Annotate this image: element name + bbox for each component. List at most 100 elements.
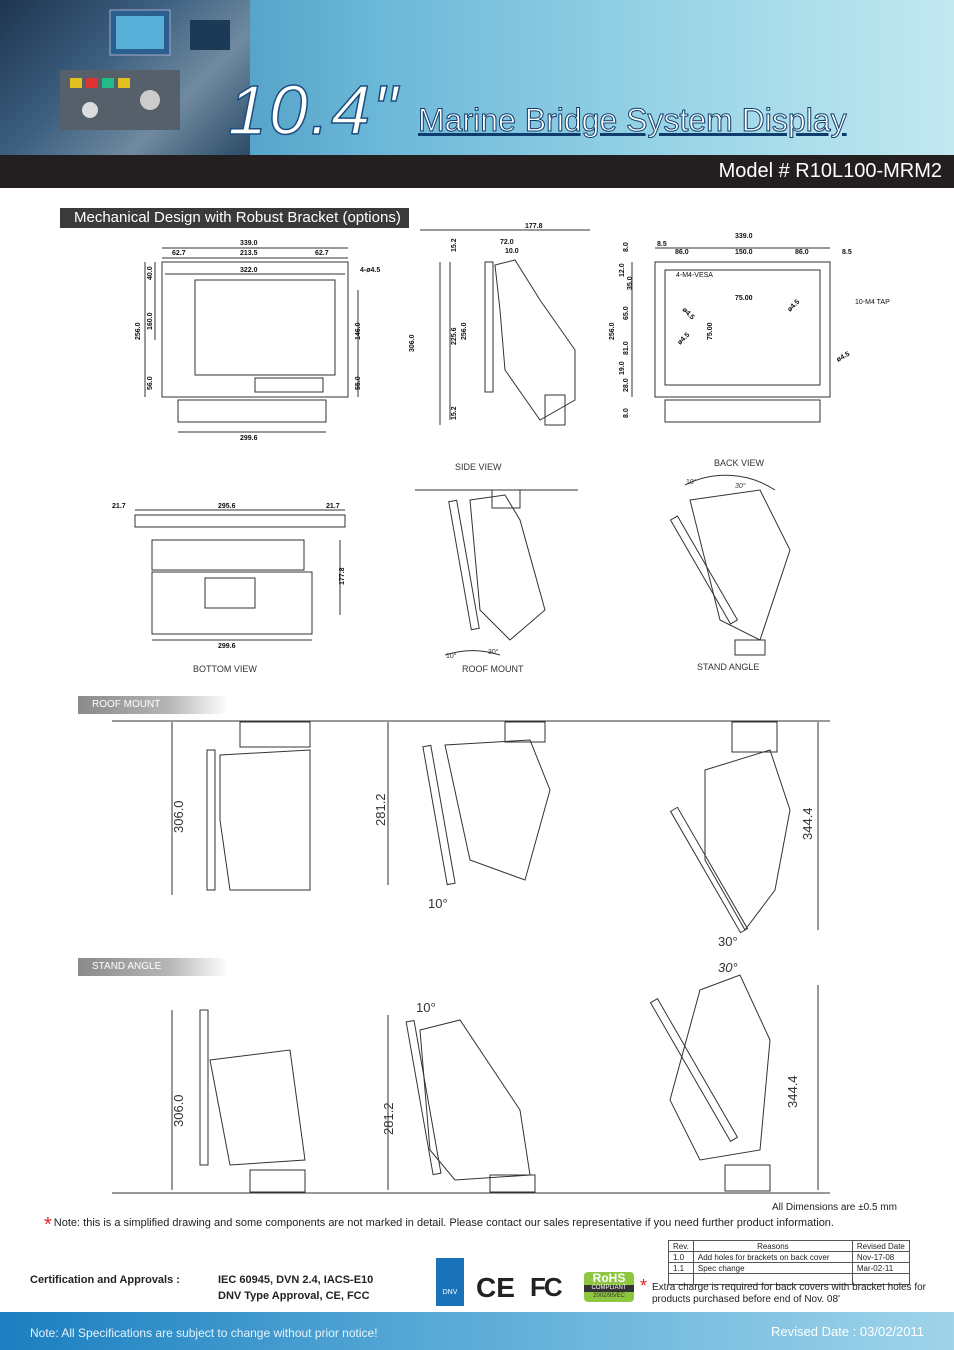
- angle-30-small-roof: 30°: [488, 648, 499, 656]
- stand-angle-small-drawing: [669, 474, 791, 656]
- date-header: Revised Date: [851, 1240, 910, 1252]
- certification-line-1: IEC 60945, DVN 2.4, IACS-E10: [218, 1274, 374, 1286]
- roof-dim-344: 344.4: [800, 807, 815, 840]
- extra-charge-text: Extra charge is required for back covers…: [652, 1282, 927, 1305]
- certification-label: Certification and Approvals :: [30, 1274, 180, 1286]
- table-row: [668, 1273, 910, 1285]
- bridge-photo: [0, 0, 250, 155]
- ce-logo-icon: CE: [476, 1272, 515, 1303]
- dim-back-tap: 10-M4 TAP: [855, 299, 890, 306]
- product-title: Marine Bridge System Display: [418, 102, 848, 139]
- all-dimensions-note: All Dimensions are ±0.5 mm: [772, 1202, 897, 1213]
- dim-back-l2: 35.0: [627, 276, 634, 290]
- disclaimer-text: Note: this is a simplified drawing and s…: [53, 1217, 834, 1229]
- dim-side-bot15: 15.2: [451, 406, 458, 420]
- bottom-view-drawing: [134, 509, 346, 641]
- stand-dim-344: 344.4: [785, 1075, 800, 1108]
- dim-back-total: 339.0: [735, 233, 753, 240]
- dim-back-vesa: 4-M4-VESA: [676, 272, 713, 279]
- dim-back-86a: 86.0: [675, 249, 689, 256]
- dim-back-l4: 81.0: [623, 341, 630, 355]
- dim-side-top15: 15.2: [451, 238, 458, 252]
- footer-bar: [0, 1312, 954, 1350]
- rohs-logo-icon: RoHS COMPLIANT 2002/95/EC: [584, 1272, 634, 1302]
- dim-front-bottom: 299.6: [240, 435, 258, 442]
- rev-cell: 1.1: [668, 1262, 694, 1274]
- rohs-code: 2002/95/EC: [593, 1293, 625, 1299]
- dim-back-d45c: ø4.5: [786, 298, 801, 313]
- side-view-drawing: [420, 229, 590, 426]
- roof-angle-30: 30°: [718, 934, 738, 949]
- dim-back-l85: 8.5: [657, 241, 667, 248]
- roof-angle-10: 10°: [428, 896, 448, 911]
- fcc-logo-icon: FC: [530, 1272, 563, 1302]
- dim-back-l3: 65.0: [623, 306, 630, 320]
- dim-bottom-depth: 177.8: [339, 567, 346, 585]
- dim-front-h: 256.0: [135, 322, 142, 340]
- caption-side-view: SIDE VIEW: [455, 462, 502, 472]
- roof-mount-badge: ROOF MOUNT: [78, 696, 228, 714]
- disclaimer-note: *Note: this is a simplified drawing and …: [44, 1214, 834, 1237]
- angle-10-small-stand: 10°: [686, 478, 697, 486]
- caption-bottom-view: BOTTOM VIEW: [193, 664, 257, 674]
- model-number: Model # R10L100-MRM2: [718, 160, 942, 182]
- dim-back-l1: 12.0: [619, 263, 626, 277]
- dim-front-inner: 322.0: [240, 267, 258, 274]
- dim-back-75h: 75.00: [735, 295, 753, 302]
- certification-line-2: DNV Type Approval, CE, FCC: [218, 1290, 370, 1302]
- roof-mount-drawing-2: [387, 721, 551, 886]
- dim-back-l5: 19.0: [619, 361, 626, 375]
- table-row: 1.0 Add holes for brackets on back cover…: [668, 1251, 910, 1263]
- stand-angle-drawing-2: [387, 1015, 536, 1193]
- dim-back-86b: 86.0: [795, 249, 809, 256]
- stand-angle-badge: STAND ANGLE: [78, 958, 228, 976]
- dim-back-d45a: ø4.5: [681, 306, 696, 321]
- dnv-logo-icon: DNV: [436, 1258, 464, 1306]
- roof-mount-drawing-3: [669, 721, 819, 934]
- dim-front-h160: 160.0: [147, 312, 154, 330]
- dim-back-150: 150.0: [735, 249, 753, 256]
- rev-cell: 1.0: [668, 1251, 694, 1263]
- dim-front-r146: 146.0: [355, 322, 362, 340]
- dim-front-right: 62.7: [315, 250, 329, 257]
- dim-front-mid: 213.5: [240, 250, 258, 257]
- dim-back-r85: 8.5: [842, 249, 852, 256]
- reasons-header: Reasons: [692, 1240, 853, 1252]
- caption-back-view: BACK VIEW: [714, 458, 765, 468]
- angle-30-small-stand: 30°: [735, 482, 746, 490]
- stand-dim-306: 306.0: [171, 1094, 186, 1127]
- dim-bottom-right: 21.7: [326, 503, 340, 510]
- technical-drawings: 339.0 62.7 213.5 62.7 322.0 4-ø4.5 256.0…: [112, 223, 890, 1194]
- dim-back-75v: 75.00: [707, 322, 714, 340]
- date-cell: Mar-02-11: [851, 1262, 910, 1274]
- dim-front-hole: 4-ø4.5: [360, 267, 380, 274]
- screen-size: 10.4": [227, 70, 400, 150]
- asterisk-icon: *: [44, 1214, 52, 1236]
- back-view-drawing: [631, 247, 831, 423]
- roof-dim-306: 306.0: [171, 800, 186, 833]
- rohs-text: RoHS: [592, 1271, 626, 1285]
- dim-front-h40: 40.0: [147, 266, 154, 280]
- stand-angle-10: 10°: [416, 1000, 436, 1015]
- dim-side-72: 72.0: [500, 239, 514, 246]
- rev-header: Rev.: [668, 1240, 694, 1252]
- dim-bottom-width: 299.6: [218, 643, 236, 650]
- front-view-drawing: [144, 247, 359, 433]
- model-bar: [0, 155, 954, 188]
- footer-note: Note: All Specifications are subject to …: [30, 1326, 378, 1340]
- revised-date: Revised Date : 03/02/2011: [771, 1324, 924, 1339]
- dim-back-l7: 8.0: [623, 408, 630, 418]
- table-row: Rev. Reasons Revised Date: [668, 1240, 910, 1252]
- extra-charge-note: * Extra charge is required for back cove…: [640, 1277, 940, 1306]
- dim-bottom-left: 21.7: [112, 503, 126, 510]
- reason-cell: Add holes for brackets on back cover: [692, 1251, 853, 1263]
- bridge-console-illustration: [60, 9, 230, 130]
- dim-back-d45b: ø4.5: [676, 331, 691, 346]
- stand-dim-281: 281.2: [381, 1102, 396, 1135]
- revision-table: Rev. Reasons Revised Date 1.0 Add holes …: [668, 1240, 910, 1285]
- stand-angle-drawing-3: [649, 974, 819, 1192]
- reason-cell: Spec change: [692, 1262, 853, 1274]
- rohs-sub: COMPLIANT: [584, 1285, 634, 1292]
- dim-bottom-mid: 295.6: [218, 503, 236, 510]
- roof-mount-small-drawing: [415, 489, 578, 656]
